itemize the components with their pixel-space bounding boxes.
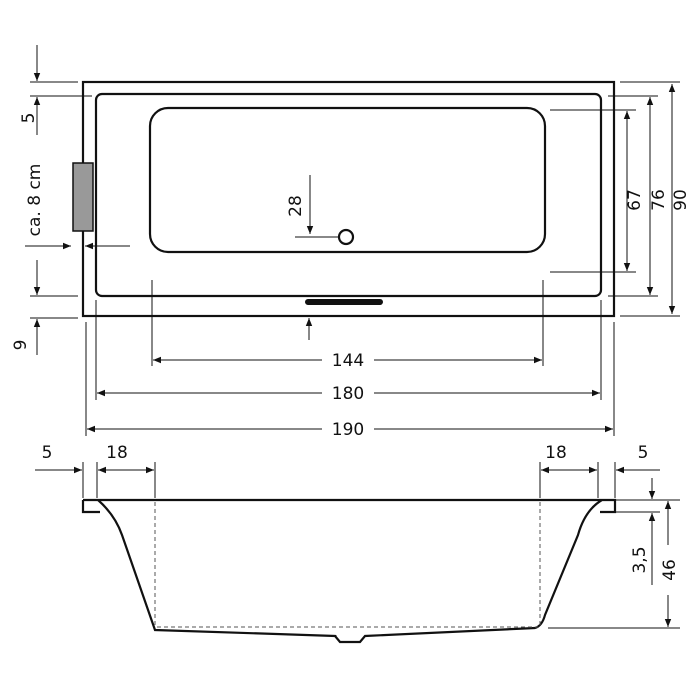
- dim-rim-bottom: 9: [11, 340, 31, 351]
- inner-basin-outline: [154, 502, 541, 628]
- dim-panel: ca. 8 cm: [25, 164, 45, 237]
- dim-left-slope: 18: [106, 443, 128, 463]
- dim-rim-thickness: 3,5: [630, 546, 650, 573]
- dim-width-basin: 67: [625, 189, 645, 211]
- dim-width-inner: 76: [649, 189, 669, 211]
- side-view: 5 18 18 5 3,5 46: [35, 443, 680, 644]
- outer-rim: [81, 80, 616, 318]
- dim-right-rim: 5: [638, 443, 649, 463]
- dim-right-slope: 18: [545, 443, 567, 463]
- dim-drain-offset: 28: [286, 195, 306, 217]
- dim-length-inner: 180: [332, 384, 364, 404]
- dim-depth: 46: [660, 559, 680, 581]
- drain-icon: [337, 228, 355, 246]
- inner-rim: [94, 92, 603, 298]
- basin: [148, 106, 547, 254]
- tub-profile: [81, 498, 617, 644]
- dim-length-outer: 190: [332, 420, 364, 440]
- dim-rim-top: 5: [19, 113, 39, 124]
- dim-length-basin: 144: [332, 351, 364, 371]
- top-view: 144 180 190 90 76 67 5 ca. 8 cm 9 28: [11, 45, 691, 441]
- side-panel: [72, 162, 94, 232]
- dim-width-outer: 90: [671, 189, 691, 211]
- dim-left-rim: 5: [42, 443, 53, 463]
